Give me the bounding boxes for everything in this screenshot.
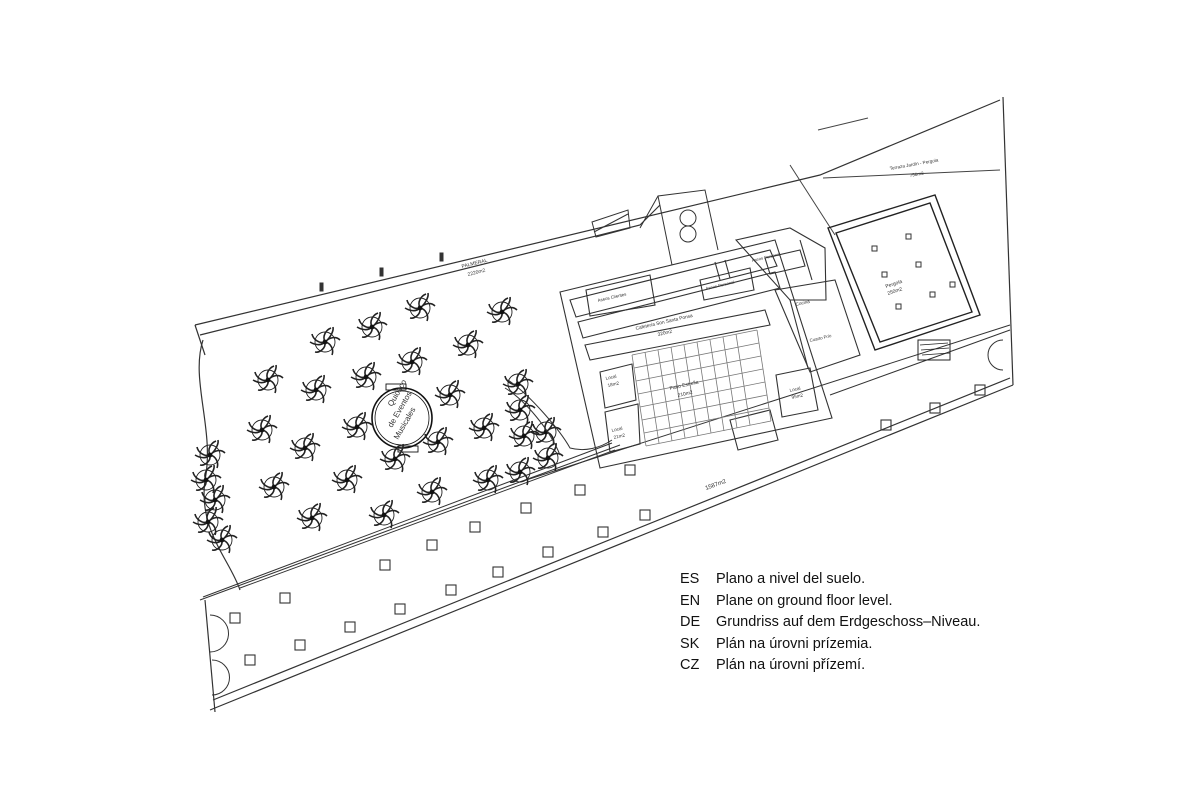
table <box>279 592 291 604</box>
palm-tree <box>468 412 500 442</box>
palm-tree <box>434 379 466 409</box>
terrace-band <box>199 324 1011 696</box>
table <box>379 559 391 571</box>
palm-tree <box>246 414 278 444</box>
palm-tree <box>206 524 238 554</box>
entrance-structures <box>319 189 719 292</box>
local-2-area: 21m2 <box>613 432 626 440</box>
legend-code: SK <box>680 635 700 652</box>
legend-text: Plane on ground floor level. <box>716 592 893 609</box>
legend-code: CZ <box>680 657 700 673</box>
palm-tree <box>530 416 562 446</box>
plan-labels: PALMERAL 2220m2 Quiosco de Eventos Music… <box>386 157 939 491</box>
upper-right-lines <box>789 117 1001 236</box>
main-building <box>559 227 861 469</box>
garden-path <box>504 379 613 456</box>
palm-tree <box>486 296 518 326</box>
palm-tree <box>194 439 226 469</box>
legend-row-es: ES Plano a nivel del suelo. <box>680 569 980 591</box>
pergola-columns <box>871 233 956 310</box>
legend-code: EN <box>680 592 701 609</box>
table <box>426 539 438 551</box>
aseos-personal-label-2: Aseos Personal <box>751 251 781 262</box>
table <box>624 464 636 476</box>
legend-text: Plán na úrovni přízemí. <box>716 657 866 673</box>
palm-tree <box>508 420 540 450</box>
legend-code: DE <box>680 614 701 630</box>
patio-area: 210m2 <box>677 390 693 399</box>
palmeral-area: 2220m2 <box>467 268 486 278</box>
local-1-label: Local <box>605 374 617 381</box>
table <box>597 526 609 538</box>
table <box>294 639 306 651</box>
palm-tree <box>350 361 382 391</box>
legend-row-en: EN Plane on ground floor level. <box>680 591 980 613</box>
local-2-label: Local <box>611 426 623 433</box>
local-3-area: 95m2 <box>791 392 804 400</box>
table <box>492 566 504 578</box>
palm-tree <box>341 411 373 441</box>
palm-tree <box>396 346 428 376</box>
palm-tree <box>416 476 448 506</box>
table <box>542 546 554 558</box>
site-outline <box>194 96 1014 713</box>
aseos-personal-label-1: Aseos Personal <box>705 279 735 290</box>
palm-tree <box>404 292 436 322</box>
cuarto-frio-label: Cuarto Frío <box>809 333 832 343</box>
palm-tree <box>309 326 341 356</box>
palm-tree <box>368 499 400 529</box>
table <box>229 612 241 624</box>
legend-code: ES <box>680 571 700 587</box>
cocina-label: Cocina <box>795 299 810 307</box>
palm-tree <box>502 368 534 398</box>
table <box>394 603 406 615</box>
legend-text: Plán na úrovni prízemia. <box>716 635 873 652</box>
table <box>344 621 356 633</box>
legend-text: Grundriss auf dem Erdgeschoss–Niveau. <box>716 614 981 630</box>
palm-tree <box>472 464 504 494</box>
terrace-garden-label: Terraza Jardín - Pergola <box>889 157 939 171</box>
palm-tree <box>356 311 388 341</box>
patio-label: Patio Estrella <box>669 379 699 392</box>
legend-row-cz: CZ Plán na úrovni přízemí. <box>680 655 980 677</box>
local-3-label: Local <box>789 386 801 393</box>
palm-tree <box>258 471 290 501</box>
palm-tree <box>422 426 454 456</box>
pergola-label: Pergola <box>885 279 903 290</box>
cafeteria-area: 320m2 <box>657 329 673 338</box>
local-1-area: 18m2 <box>607 380 620 388</box>
pergola-structure <box>827 194 981 361</box>
palm-trees <box>190 292 564 554</box>
table <box>445 584 457 596</box>
table <box>574 484 586 496</box>
palm-tree <box>296 502 328 532</box>
palm-tree <box>331 464 363 494</box>
plan-legend: ES Plano a nivel del suelo. EN Plane on … <box>680 569 980 677</box>
legend-row-sk: SK Plán na úrovni prízemia. <box>680 634 980 656</box>
palm-tree <box>252 364 284 394</box>
table <box>469 521 481 533</box>
legend-text: Plano a nivel del suelo. <box>716 571 866 587</box>
table <box>520 502 532 514</box>
palm-tree <box>452 329 484 359</box>
terrace-garden-area: 756m2 <box>909 171 924 178</box>
aseos-clientes-label: Aseos Clientes <box>597 291 627 303</box>
patio-grid <box>631 329 772 447</box>
palm-tree <box>289 432 321 462</box>
table <box>639 509 651 521</box>
palm-tree <box>300 374 332 404</box>
pergola-area: 250m2 <box>887 286 904 296</box>
table <box>244 654 256 666</box>
legend-row-de: DE Grundriss auf dem Erdgeschoss–Niveau. <box>680 612 980 634</box>
terrace-area: 1587m2 <box>705 479 728 492</box>
